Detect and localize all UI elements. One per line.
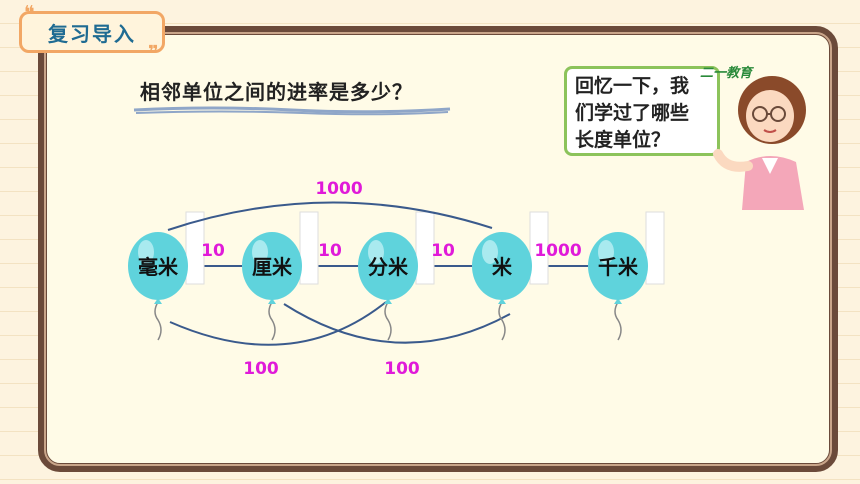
- label-card: [299, 211, 319, 285]
- teacher-illustration: [713, 76, 806, 210]
- balloon-knot: [384, 298, 392, 304]
- unit-label: 米: [492, 255, 513, 279]
- label-card: [645, 211, 665, 285]
- unit-label: 毫米: [138, 255, 179, 279]
- balloon-string: [384, 301, 392, 341]
- label-card: [185, 211, 205, 285]
- bubble-line-3: 长度单位？: [575, 129, 671, 151]
- balloon-knot: [614, 298, 622, 304]
- underline-scribble: [133, 106, 451, 116]
- adjacent-rate-label: 1000: [534, 241, 581, 261]
- bubble-line-1: 回忆一下，我: [575, 75, 690, 97]
- rate-cm-to-m: 100: [384, 359, 420, 379]
- bubble-line-2: 们学过了哪些: [575, 102, 690, 124]
- balloon-string: [154, 301, 162, 341]
- brand-logo: 二一教育: [700, 66, 753, 81]
- arc-mm-to-dm: [169, 301, 387, 346]
- adjacent-rate-label: 10: [318, 241, 342, 261]
- arc-cm-to-m: [283, 303, 511, 344]
- balloon-highlight: [598, 240, 614, 264]
- balloon-knot: [268, 298, 276, 304]
- balloon-string: [268, 301, 276, 341]
- rate-mm-to-m: 1000: [315, 179, 362, 199]
- balloon-knot: [498, 298, 506, 304]
- unit-label: 分米: [368, 255, 409, 279]
- balloon-string: [498, 301, 506, 341]
- balloon-highlight: [138, 240, 154, 264]
- unit-label: 千米: [598, 255, 639, 279]
- balloon-string: [614, 301, 622, 341]
- arc-mm-to-m: [167, 201, 493, 231]
- quote-open-icon: ❝: [24, 2, 35, 23]
- quote-close-icon: ❞: [148, 42, 159, 63]
- section-tag: 复习导入: [19, 11, 165, 53]
- balloon-highlight: [482, 240, 498, 264]
- balloon-highlight: [252, 240, 268, 264]
- balloon-knot: [154, 298, 162, 304]
- balloon-highlight: [368, 240, 384, 264]
- rate-mm-to-dm: 100: [243, 359, 279, 379]
- label-card: [529, 211, 549, 285]
- question-text: 相邻单位之间的进率是多少？: [140, 80, 413, 104]
- adjacent-rate-label: 10: [201, 241, 225, 261]
- section-tag-label: 复习导入: [48, 21, 136, 46]
- adjacent-rate-label: 10: [431, 241, 455, 261]
- unit-label: 厘米: [252, 255, 293, 279]
- speech-bubble: 回忆一下，我 们学过了哪些 长度单位？: [564, 66, 720, 156]
